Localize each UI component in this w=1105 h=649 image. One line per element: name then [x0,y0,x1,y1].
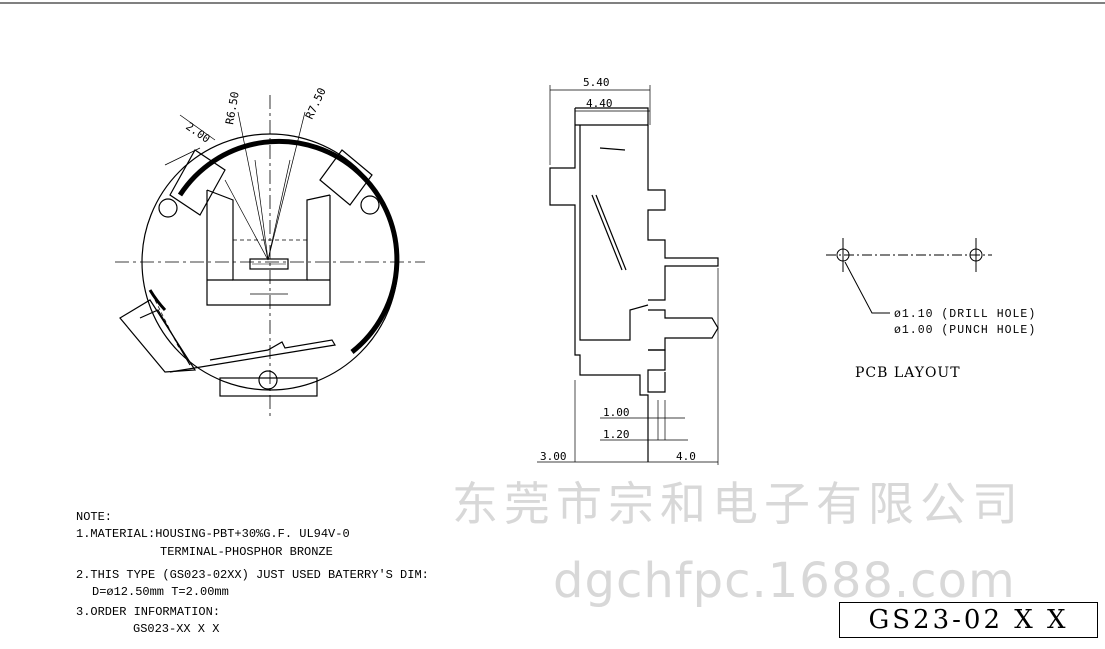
housing-outline [206,190,331,306]
clip-right [319,149,373,206]
side-right-pins [647,125,719,301]
side-lower-pin [648,309,719,351]
bottom-tab [119,299,197,373]
center-contact [249,258,289,270]
note-terminal: TERMINAL-PHOSPHOR BRONZE [160,545,333,559]
side-spring-1 [591,194,623,271]
dim-2-ext [164,147,201,166]
radius-line-3 [254,159,269,261]
dim-width-label: 2.00 [183,120,212,146]
side-top-notch [599,147,626,151]
inner-ring-left [148,289,167,312]
note-material: 1.MATERIAL:HOUSING-PBT+30%G.F. UL94V-0 [76,527,350,541]
bottom-tab-inner [139,309,191,366]
dim-overall-label: 5.40 [583,76,610,89]
side-view [537,85,719,465]
bottom-hidden-line [154,299,181,351]
dim-left-label: 3.00 [540,450,567,463]
bottom-spring [169,339,336,373]
mount-hole-bottom [258,370,278,390]
note-battery-dim: D=ø12.50mm T=2.00mm [92,585,229,599]
dim-right-label: 4.0 [676,450,696,463]
inner-ring [177,138,400,354]
dim-2-line [179,114,216,141]
punch-hole-label: ø1.00 (PUNCH HOLE) [894,324,1037,337]
notes-heading: NOTE: [76,510,113,524]
side-inner [579,125,649,341]
pcb-leader-line [844,261,890,314]
note-battery-type: 2.THIS TYPE (GS023-02XX) JUST USED BATER… [76,568,429,582]
dim-r-inner-label: R6.50 [223,91,242,126]
dim-r-outer-label: R7.50 [303,86,329,122]
dim-pin1-label: 1.00 [603,406,630,419]
radius-line-5 [224,179,269,261]
dim-body-label: 4.40 [586,97,613,110]
note-order-info: 3.ORDER INFORMATION: [76,605,221,619]
clip-left [169,149,226,216]
bottom-foot [219,377,318,397]
pcb-layout-title: PCB LAYOUT [855,365,961,381]
radius-line-4 [267,159,291,261]
watermark-site: dgchfpc.1688.com [553,553,1016,609]
side-top-edge [575,107,649,126]
part-number-box: GS23-02 X X [839,602,1098,638]
note-order-code: GS023-XX X X [133,622,220,636]
dim-pin2-label: 1.20 [603,428,630,441]
housing-inner [206,189,331,281]
drill-hole-label: ø1.10 (DRILL HOLE) [894,308,1037,321]
side-body-outline [549,108,649,462]
pcb-layout-drawing [826,238,992,314]
radius-line-1 [237,111,269,261]
watermark-company: 东莞市宗和电子有限公司 [452,477,1024,531]
mount-hole-right [360,195,380,215]
top-view [115,95,425,420]
radius-line-2 [267,111,306,261]
side-lower-steps [647,349,666,393]
mount-hole-left [158,198,178,218]
side-spring-2 [595,194,627,271]
